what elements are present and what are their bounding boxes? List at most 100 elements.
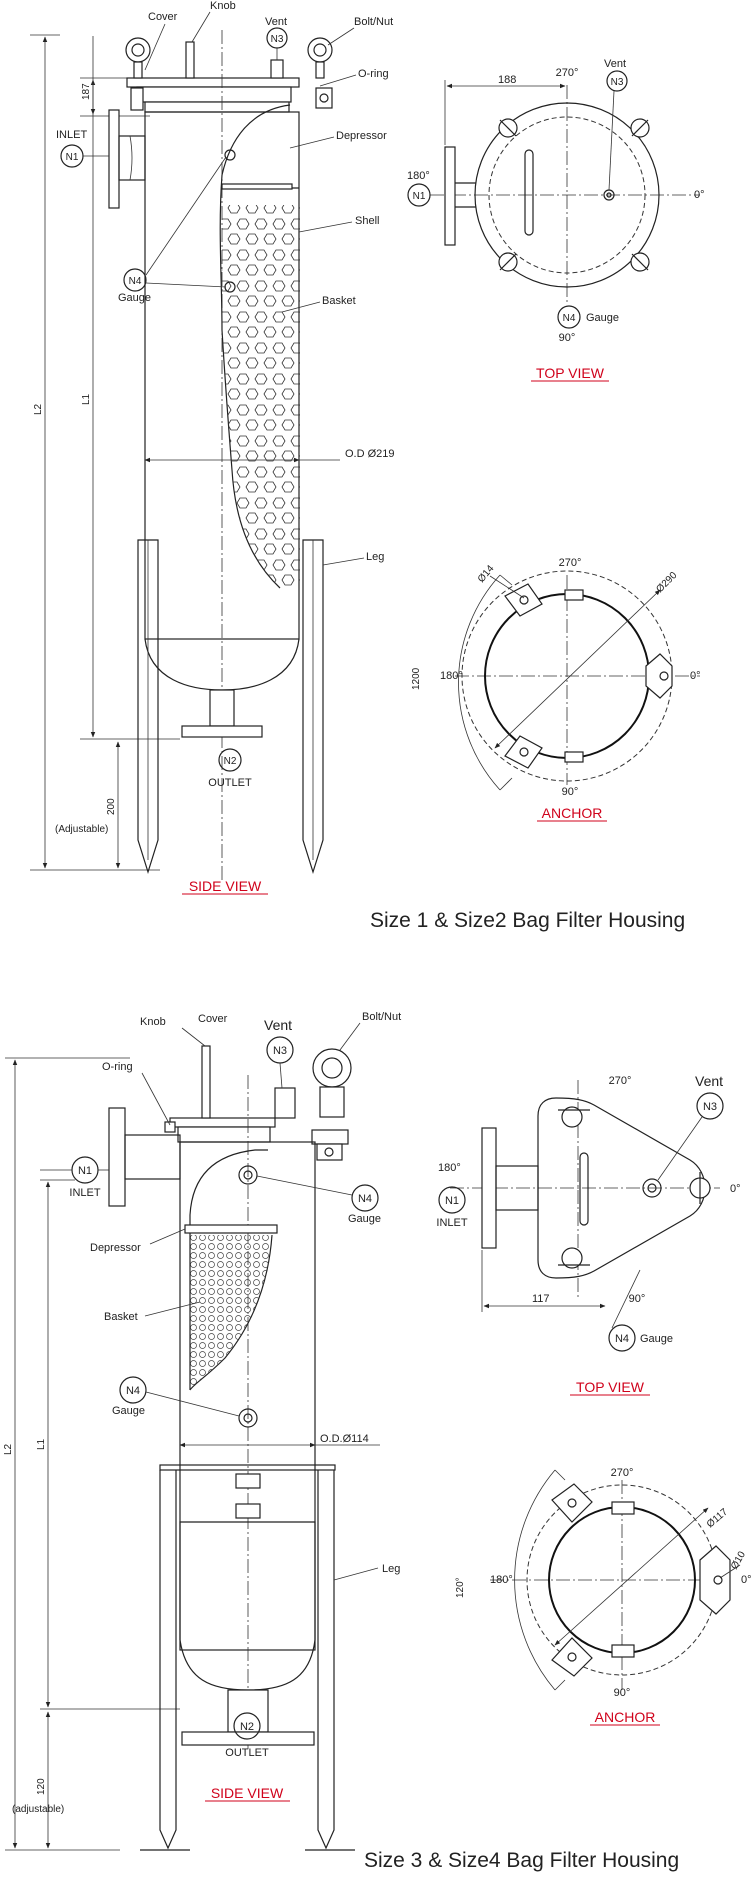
- side-view-2: L2 L1 120 (adjustable) O.D.Ø114: [3, 1011, 401, 1851]
- svg-text:N4: N4: [126, 1385, 140, 1397]
- label-basket-1: Basket: [322, 295, 356, 307]
- tag-n3-side-1: N3: [266, 27, 288, 49]
- outlet-flange: [181, 725, 263, 738]
- tag-n1-top-1: N1: [407, 183, 431, 207]
- leg-frame-2: [140, 1464, 355, 1851]
- svg-text:N3: N3: [611, 77, 624, 88]
- tag-n4-top-2: N4: [608, 1324, 636, 1352]
- label-gauge-1: Gauge: [118, 292, 151, 304]
- svg-text:N3: N3: [271, 34, 284, 45]
- angle-90-top-1: 90°: [559, 332, 576, 344]
- label-gauge-2b: Gauge: [112, 1405, 145, 1417]
- depressor-2: [184, 1224, 278, 1234]
- angle-270-anchor-2: 270°: [611, 1467, 634, 1479]
- vent-fitting: [270, 59, 284, 79]
- dim-od: O.D Ø219: [345, 448, 395, 460]
- angle-270-anchor-1: 270°: [559, 557, 582, 569]
- svg-text:N4: N4: [563, 313, 576, 324]
- label-bolt-nut-2: Bolt/Nut: [362, 1011, 401, 1023]
- label-anchor-2: ANCHOR: [595, 1709, 656, 1725]
- gauge-upper-1: [224, 149, 236, 161]
- tag-n1-side-1: N1: [60, 144, 84, 168]
- label-knob: Knob: [210, 0, 236, 12]
- angle-180-anchor-2: 180°: [490, 1574, 513, 1586]
- angle-180-top-1: 180°: [407, 170, 430, 182]
- knob-2: [201, 1045, 211, 1119]
- tag-n3-side-2: N3: [266, 1036, 294, 1064]
- label-o-ring-2: O-ring: [102, 1061, 133, 1073]
- tag-n4-top-1: N4: [557, 305, 581, 329]
- label-knob-2: Knob: [140, 1016, 166, 1028]
- tag-n1-side-2: N1: [71, 1156, 99, 1184]
- label-o-ring: O-ring: [358, 68, 389, 80]
- angle-90-top-2: 90°: [629, 1293, 646, 1305]
- angle-0-anchor-2: 0°: [741, 1574, 752, 1586]
- dim-arc-anchor-1: 1200: [411, 667, 422, 690]
- dim-hole-anchor-1: Ø14: [476, 563, 497, 585]
- label-cover-2: Cover: [198, 1013, 228, 1025]
- dim-offset-top-2: 117: [532, 1293, 550, 1305]
- dim-pcd-anchor-2: Ø117: [705, 1506, 731, 1530]
- anchor-lug-right: [645, 653, 673, 699]
- handle-top-1: [524, 149, 534, 236]
- svg-text:N2: N2: [240, 1721, 254, 1733]
- dim-adjustable: (Adjustable): [55, 824, 108, 835]
- svg-text:N2: N2: [224, 756, 237, 767]
- dim-adjustable-2: (adjustable): [12, 1804, 64, 1815]
- dim-arc-anchor-2: 120°: [455, 1577, 466, 1598]
- label-gauge-top-1: Gauge: [586, 312, 619, 324]
- dim-od-2: O.D.Ø114: [320, 1433, 369, 1445]
- dim-l1: L1: [81, 393, 92, 405]
- angle-0-top-2: 0°: [730, 1183, 741, 1195]
- anchor-1: 1200 Ø290 Ø14 270° 180° 0° 90° ANCHOR: [411, 557, 701, 822]
- angle-0-top-1: 0°: [694, 189, 705, 201]
- tag-n4-side-2b: N4: [119, 1376, 147, 1404]
- angle-180-anchor-1: 180°: [440, 670, 463, 682]
- label-inlet-2: INLET: [69, 1187, 100, 1199]
- label-depressor-1: Depressor: [336, 130, 387, 142]
- angle-270-top-1: 270°: [556, 67, 579, 79]
- side-view-1: L2 L1 187 200 (Adjustable) O.D Ø219: [30, 0, 395, 895]
- gauge-upper-2: [238, 1165, 258, 1185]
- cover-outline-top-2: [537, 1097, 706, 1279]
- inlet-flange-top-1: [444, 146, 456, 246]
- leg-left: [137, 539, 159, 875]
- angle-0-anchor-1: 0°: [690, 670, 701, 682]
- dim-hole-anchor-2: Ø10: [729, 1549, 748, 1571]
- svg-text:N1: N1: [413, 191, 426, 202]
- tag-n3-top-1: N3: [606, 70, 628, 92]
- eye-bolt-left: [125, 37, 151, 79]
- anchor-lug-left-bottom: [504, 735, 543, 769]
- svg-text:N1: N1: [78, 1165, 92, 1177]
- svg-text:N3: N3: [273, 1045, 287, 1057]
- svg-text:N1: N1: [66, 152, 79, 163]
- title-drawing-2: Size 3 & Size4 Bag Filter Housing: [364, 1849, 679, 1872]
- label-leg-2: Leg: [382, 1563, 400, 1575]
- gauge-lower-2: [238, 1408, 258, 1428]
- top-view-1: 188 270° 180° 0° 90° Vent N3 N1 N4 Gauge…: [407, 58, 705, 382]
- label-depressor-2: Depressor: [90, 1242, 141, 1254]
- dim-offset-top-1: 188: [498, 74, 516, 86]
- svg-text:N4: N4: [129, 276, 142, 287]
- top-view-2: 117 270° 180° 0° 90° Vent N3 N1 INLET N4…: [436, 1073, 741, 1396]
- eye-bolt-2: [312, 1048, 352, 1118]
- tag-n4-side-1: N4: [123, 268, 147, 292]
- angle-270-top-2: 270°: [609, 1075, 632, 1087]
- label-inlet-1: INLET: [56, 129, 87, 141]
- dim-l2-2: L2: [3, 1443, 14, 1455]
- label-outlet-2: OUTLET: [225, 1747, 269, 1759]
- title-drawing-1: Size 1 & Size2 Bag Filter Housing: [370, 909, 685, 932]
- label-cover: Cover: [148, 11, 178, 23]
- label-leg-1: Leg: [366, 551, 384, 563]
- label-outlet-1: OUTLET: [208, 777, 252, 789]
- tag-n1-top-2: N1: [438, 1186, 466, 1214]
- label-top-view-2: TOP VIEW: [576, 1379, 645, 1395]
- dim-pcd-anchor-1: Ø290: [654, 570, 679, 595]
- dim-l1-2: L1: [36, 1438, 47, 1450]
- tag-n3-top-2: N3: [696, 1092, 724, 1120]
- dim-cover-height: 187: [81, 83, 92, 100]
- angle-180-top-2: 180°: [438, 1162, 461, 1174]
- anchor-lug-left-top: [504, 583, 543, 617]
- knob: [185, 41, 195, 79]
